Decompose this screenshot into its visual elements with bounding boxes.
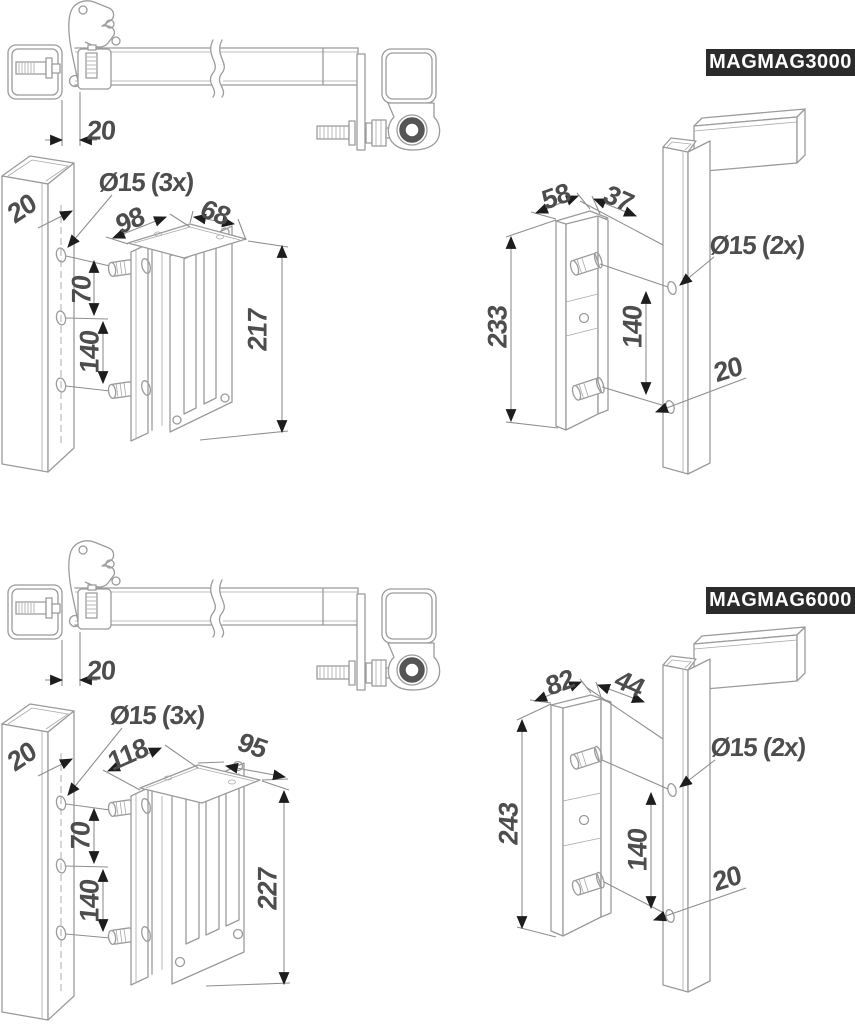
dim-keeper-height-3000: 233 xyxy=(482,304,513,350)
product-name: MAGMAG6000 xyxy=(709,589,852,611)
dim-height-6000: 227 xyxy=(252,866,283,912)
product-name: MAGMAG3000 xyxy=(709,51,852,73)
dim-hole-spacing-upper-6000: 70 xyxy=(65,820,96,852)
dim-holes-3000: Ø15 (3x) xyxy=(97,167,195,197)
magnet-assembly-3000 xyxy=(37,194,289,442)
dim-hole-spacing-lower-6000: 140 xyxy=(74,878,105,924)
keeper-assembly-6000 xyxy=(516,626,806,993)
magnet-assembly-6000 xyxy=(37,727,291,987)
dim-keeper-hole-spacing-6000: 140 xyxy=(622,827,653,873)
gate-arm-drawing-6000 xyxy=(8,541,440,690)
dim-hole-spacing-upper-3000: 70 xyxy=(66,274,97,306)
dim-keeper-hole-spacing-3000: 140 xyxy=(617,304,648,350)
dim-holes-6000: Ø15 (3x) xyxy=(108,700,206,730)
dim-gate-offset-3000: 20 xyxy=(85,115,117,146)
dim-keeper-holes-6000: Ø15 (2x) xyxy=(709,732,807,762)
dim-height-3000: 217 xyxy=(242,307,273,353)
dim-gate-offset-6000: 20 xyxy=(85,655,117,686)
product-label-magmag3000: MAGMAG3000 xyxy=(706,49,855,76)
dim-keeper-holes-3000: Ø15 (2x) xyxy=(708,230,806,260)
dim-keeper-height-6000: 243 xyxy=(493,801,524,847)
gate-arm-drawing-3000 xyxy=(8,1,440,150)
keeper-assembly-3000 xyxy=(505,108,806,475)
product-label-magmag6000: MAGMAG6000 xyxy=(706,587,855,614)
dim-hole-spacing-lower-3000: 140 xyxy=(74,329,105,375)
